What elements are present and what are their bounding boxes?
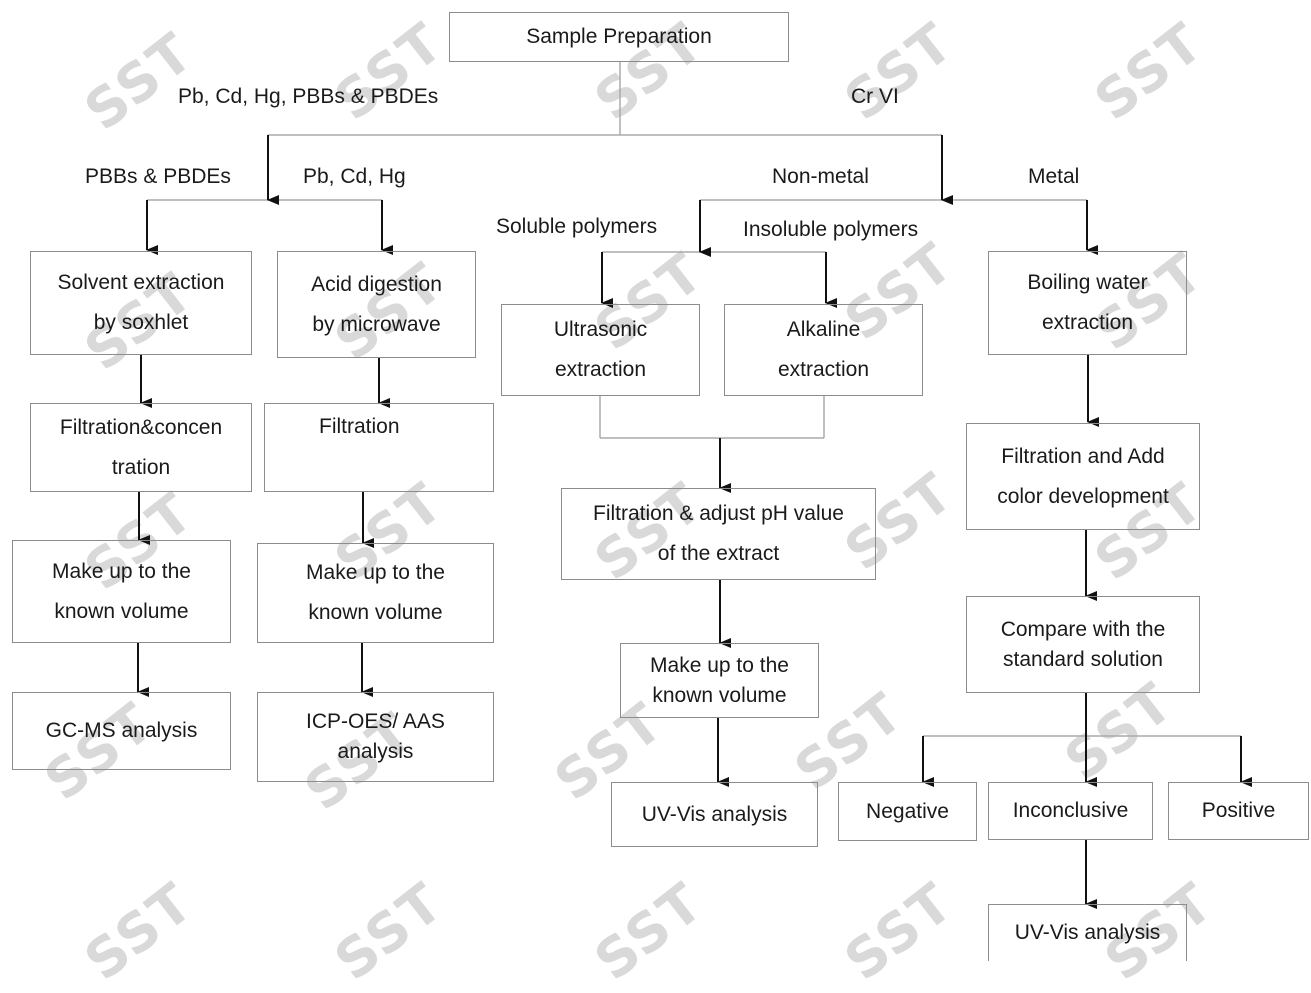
node-acid-digestion: Acid digestion by microwave [277,251,476,358]
label-non-metal: Non-metal [772,165,869,188]
label-pb-cd-hg: Pb, Cd, Hg [303,165,406,188]
node-filtration-concentration: Filtration&concen tration [30,403,252,492]
label-soluble-polymers: Soluble polymers [496,215,658,238]
node-make-up-volume-2: Make up to the known volume [257,543,494,643]
node-boiling-water-extraction: Boiling water extraction [988,251,1187,355]
node-inconclusive: Inconclusive [988,782,1153,840]
label-insoluble-polymers: Insoluble polymers [743,218,919,241]
label-metal: Metal [1028,165,1080,188]
node-gc-ms-analysis: GC-MS analysis [12,692,231,770]
node-positive: Positive [1168,782,1309,840]
label-pb-cd-hg-pbbs-pbdes: Pb, Cd, Hg, PBBs & PBDEs [178,85,439,108]
node-solvent-extraction: Solvent extraction by soxhlet [30,251,252,355]
flowchart-connectors [137,62,1252,909]
node-make-up-volume-3: Make up to the known volume [620,643,819,718]
node-ultrasonic-extraction: Ultrasonic extraction [501,304,700,396]
label-cr-vi: Cr VI [851,85,899,108]
node-filtration-add-color: Filtration and Add color development [966,423,1200,530]
node-alkaline-extraction: Alkaline extraction [724,304,923,396]
node-make-up-volume-1: Make up to the known volume [12,540,231,643]
node-negative: Negative [838,782,977,841]
node-compare-standard-solution: Compare with the standard solution [966,596,1200,693]
node-icp-oes-aas-analysis: ICP-OES/ AAS analysis [257,692,494,782]
node-uv-vis-analysis-2: UV-Vis analysis [988,904,1187,961]
node-sample-preparation: Sample Preparation [449,12,789,62]
label-pbbs-pbdes: PBBs & PBDEs [85,165,231,188]
node-uv-vis-analysis-1: UV-Vis analysis [611,782,818,847]
node-filtration-adjust-ph: Filtration & adjust pH value of the extr… [561,488,876,580]
node-filtration: Filtration [264,403,494,492]
